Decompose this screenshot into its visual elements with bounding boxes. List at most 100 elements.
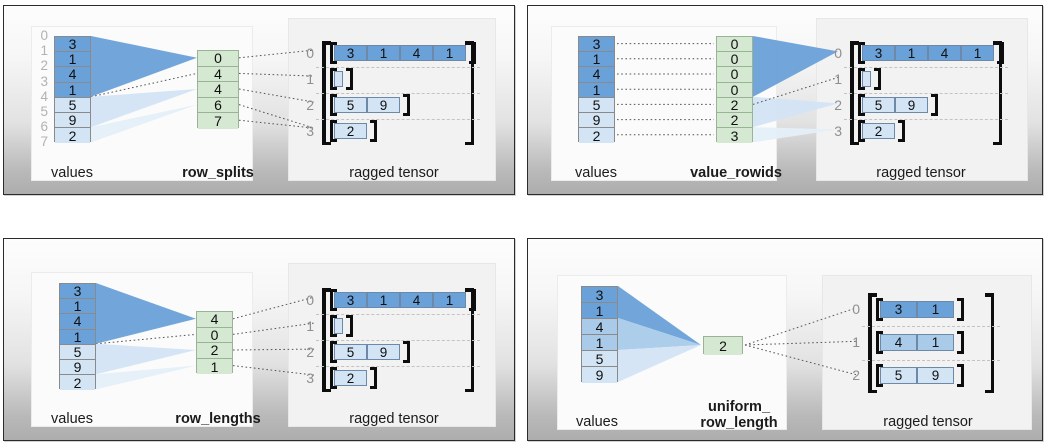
tensor-row-index: 0 [852,300,860,317]
tensor-row-separator [862,359,1000,361]
tensor-cell: 4 [880,333,917,351]
row-bracket-left-top [330,341,337,345]
tensor-cell: 9 [367,344,400,361]
row-bracket-right [961,364,964,388]
tensor-row-separator [862,326,1000,328]
row-bracket-right [878,68,881,91]
row-bracket-left-bottom [330,360,337,364]
values-index-label: 6 [40,119,48,135]
row-bracket-right-bottom [403,113,410,117]
row-bracket-right-top [403,94,410,98]
row-bracket-right-top [931,94,938,98]
partition-cell: 0 [717,66,752,83]
values-cell: 2 [55,128,90,144]
row-bracket-right-bottom [997,61,1004,65]
row-bracket-left [876,297,879,321]
row-bracket-right [407,341,410,364]
tensor-row-index: 1 [834,71,842,87]
values-label-uniform-row-length: values [576,414,618,430]
tensor-row [858,68,881,91]
tensor-row-index: 2 [306,97,314,113]
tensor-cell: 2 [334,123,367,140]
values-index-label: 4 [40,88,48,104]
row-bracket-left-top [858,94,865,98]
tensor-bracket-right-top [985,293,994,297]
row-bracket-left-top [330,42,337,46]
partition-cell: 1 [197,359,232,375]
values-cell: 1 [582,303,617,319]
row-bracket-left-top [330,367,337,371]
tensor-cell: 9 [895,97,928,114]
values-index-label: 3 [40,73,48,89]
row-bracket-right-bottom [346,334,353,338]
tensor-row: 2 [330,367,377,390]
row-bracket-right-top [346,315,353,319]
tensor-row: 2 [858,120,905,143]
row-bracket-right-bottom [346,87,353,91]
row-bracket-right [407,94,410,117]
row-bracket-left [330,94,333,117]
partition-cell: 0 [717,36,752,53]
row-bracket-left-bottom [858,61,865,65]
tensor-bracket-left-bottom [322,388,331,392]
partition-cell: 2 [704,337,742,355]
tensor-row-separator [316,93,480,94]
row-bracket-left-bottom [876,384,883,388]
partition-cell: 6 [198,97,238,114]
row-bracket-right-top [469,289,476,293]
tensor-bracket-right-bottom [465,388,474,392]
values-cell: 4 [55,66,90,83]
tensor-row-index: 2 [852,367,860,384]
tensor-row: 2 [330,120,377,143]
row-bracket-right-top [997,42,1004,46]
tensor-row [330,315,353,338]
row-bracket-left-bottom [876,317,883,321]
row-bracket-left-top [330,68,337,72]
values-cell: 2 [579,128,614,144]
partition-label-row-splits: row_splits [182,165,254,181]
values-cell: 4 [579,66,614,83]
values-label-value-rowids: values [575,165,617,181]
row-bracket-left [858,94,861,117]
partition-cell: 4 [198,66,238,83]
row-bracket-left-bottom [330,113,337,117]
tensor-bracket-left-top [868,293,877,297]
tensor-row-separator [316,314,480,315]
values-cell: 9 [579,112,614,129]
row-bracket-right [961,297,964,321]
row-bracket-left-top [858,120,865,124]
values-cell: 1 [60,329,95,345]
tensor-bracket-right-bottom [993,141,1002,145]
row-bracket-left-bottom [330,308,337,312]
values-cell: 5 [60,344,95,360]
values-cell: 3 [55,36,90,53]
tensor-row-index: 3 [834,123,842,139]
tensor-empty-cell [334,318,343,335]
values-cell: 9 [60,359,95,376]
row-bracket-left [330,367,333,390]
row-bracket-right-top [898,120,905,124]
partition-cell: 0 [197,327,232,344]
row-bracket-right-bottom [370,139,377,143]
row-bracket-right [902,120,905,143]
row-bracket-left [858,120,861,143]
values-cell: 4 [582,319,617,335]
row-bracket-right-top [403,341,410,345]
row-bracket-left [330,68,333,91]
partition-column-uniform-row-length: 2 [703,336,743,355]
tensor-row-separator [316,366,480,367]
row-bracket-left [330,341,333,364]
tensor-empty-cell [862,71,871,88]
tensor-row-separator [844,67,1008,68]
row-bracket-right-bottom [874,87,881,91]
row-bracket-left-bottom [330,139,337,143]
row-bracket-right [350,68,353,91]
tensor-cell: 3 [862,45,895,62]
tensor-cell: 4 [400,292,433,309]
